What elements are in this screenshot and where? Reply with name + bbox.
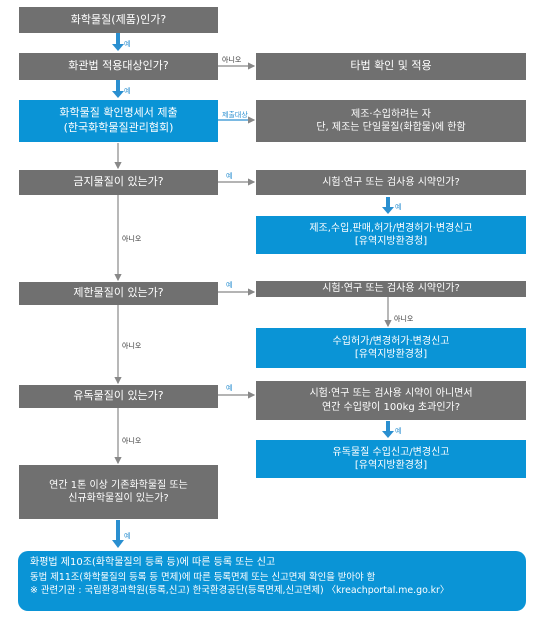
node-test-reagent-3: 시험·연구 또는 검사용 시약이 아니면서 연간 수입량이 100kg 초과인가… — [256, 381, 526, 420]
node-toxic-substance: 유독물질이 있는가? — [19, 385, 218, 408]
node-label: 시험·연구 또는 검사용 시약인가? — [322, 176, 460, 188]
node-label-line2: 단, 제조는 단일물질(화합물)에 한함 — [316, 122, 466, 133]
edge-label-no: 아니오 — [222, 56, 242, 64]
node-label: 제한물질이 있는가? — [73, 286, 164, 300]
node-label-line2: [유역지방환경청] — [354, 236, 428, 247]
node-label: 시험·연구 또는 검사용 시약인가? — [322, 283, 460, 295]
left-down-arrows — [112, 33, 394, 548]
node-label: 금지물질이 있는가? — [73, 175, 164, 189]
node-label-line1: 유독물질 수입신고/변경신고 — [332, 446, 450, 458]
node-label: 화관법 적용대상인가? — [68, 59, 169, 73]
node-label-line2: [유역지방환경청] — [354, 349, 428, 360]
node-prohibited-permit: 제조,수입,판매,허가/변경허가·변경신고 [유역지방환경청] — [256, 216, 526, 254]
node-label: 타법 확인 및 적용 — [350, 59, 432, 73]
node-label-line1: 시험·연구 또는 검사용 시약이 아니면서 — [309, 388, 473, 399]
edge-label-yes: 예 — [124, 532, 131, 540]
edge-label-yes: 예 — [226, 172, 233, 180]
edge-label-yes: 예 — [395, 427, 402, 435]
edge-label-no: 아니오 — [122, 437, 142, 445]
node-other-law: 타법 확인 및 적용 — [256, 53, 526, 80]
edge-label-yes: 예 — [124, 87, 131, 95]
edge-label-submit-target: 제출대상 — [222, 111, 248, 119]
node-toxic-report: 유독물질 수입신고/변경신고 [유역지방환경청] — [256, 440, 526, 478]
edge-label-no: 아니오 — [394, 315, 414, 323]
edge-label-yes: 예 — [226, 384, 233, 392]
node-label-line2: (한국화학물질관리협회) — [63, 121, 174, 134]
node-label-line1: 연간 1톤 이상 기존화학물질 또는 — [49, 479, 188, 491]
node-test-reagent-1: 시험·연구 또는 검사용 시약인가? — [256, 170, 526, 195]
node-label: 유독물질이 있는가? — [73, 389, 164, 403]
edge-label-no: 아니오 — [122, 235, 142, 243]
node-prohibited-substance: 금지물질이 있는가? — [19, 170, 218, 195]
final-line-1: 화평법 제10조(화학물질의 등록 등)에 따른 등록 또는 신고 — [30, 557, 276, 568]
node-chem-law-applicable: 화관법 적용대상인가? — [19, 53, 218, 80]
node-submit-statement: 화학물질 확인명세서 제출 (한국화학물질관리협회) — [19, 100, 218, 142]
node-label-line1: 수입허가/변경허가·변경신고 — [332, 335, 450, 347]
edge-label-no: 아니오 — [122, 342, 142, 350]
edge-label-yes: 예 — [226, 281, 233, 289]
node-label-line2: [유역지방환경청] — [354, 460, 428, 471]
node-label-line1: 화학물질 확인명세서 제출 — [59, 106, 178, 120]
edge-label-yes: 예 — [395, 203, 402, 211]
node-registration-result: 화평법 제10조(화학물질의 등록 등)에 따른 등록 또는 신고 동법 제11… — [18, 551, 526, 611]
node-label-line2: 연간 수입량이 100kg 초과인가? — [321, 401, 461, 413]
node-restricted-permit: 수입허가/변경허가·변경신고 [유역지방환경청] — [256, 328, 526, 368]
node-manufacturer-importer: 제조·수입하려는 자 단, 제조는 단일물질(화합물)에 한함 — [256, 100, 526, 142]
edge-label-yes: 예 — [124, 40, 131, 48]
node-restricted-substance: 제한물질이 있는가? — [19, 282, 218, 305]
node-is-chemical: 화학물질(제품)인가? — [19, 7, 218, 33]
node-test-reagent-2: 시험·연구 또는 검사용 시약인가? — [256, 281, 526, 297]
node-annual-tonnage: 연간 1톤 이상 기존화학물질 또는 신규화학물질이 있는가? — [19, 465, 218, 519]
node-label-line2: 신규화학물질이 있는가? — [68, 493, 169, 504]
final-line-3: ※ 관련기관 : 국립환경과학원(등록,신고) 한국환경공단(등록면제,신고면제… — [30, 585, 450, 597]
node-label: 화학물질(제품)인가? — [70, 12, 167, 26]
node-label-line1: 제조·수입하려는 자 — [351, 108, 431, 120]
final-line-2: 동법 제11조(화학물질의 등록 등 면제)에 따른 등록면제 또는 신고면제 … — [30, 571, 376, 583]
node-label-line1: 제조,수입,판매,허가/변경허가·변경신고 — [309, 222, 473, 234]
